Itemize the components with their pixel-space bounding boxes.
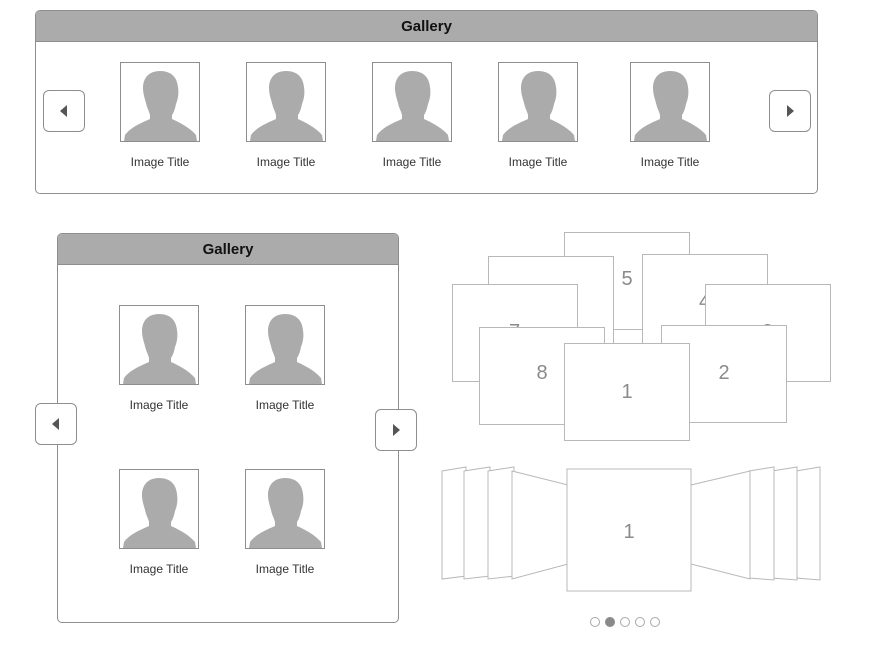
carousel-card-active[interactable]: 1 — [564, 343, 690, 441]
gallery-title: Gallery — [36, 11, 817, 42]
gallery-title: Gallery — [58, 234, 398, 265]
horizontal-gallery: Gallery Image Title Image Title Image Ti… — [35, 10, 818, 194]
person-placeholder-icon — [245, 305, 325, 385]
gallery-item[interactable]: Image Title — [498, 62, 578, 169]
coverflow-card — [748, 466, 775, 581]
person-placeholder-icon — [630, 62, 710, 142]
prev-button[interactable] — [35, 403, 77, 445]
gallery-item[interactable]: Image Title — [119, 469, 199, 576]
coverflow-card — [690, 470, 751, 580]
image-title: Image Title — [508, 155, 568, 169]
chevron-left-icon — [52, 418, 59, 430]
person-placeholder-icon — [245, 469, 325, 549]
gallery-item[interactable]: Image Title — [245, 469, 325, 576]
coverflow-card — [511, 470, 569, 580]
next-button[interactable] — [375, 409, 417, 451]
pagination-dot-active[interactable] — [605, 617, 615, 627]
card-number: 8 — [536, 361, 548, 384]
coverflow-card — [487, 466, 515, 580]
image-title: Image Title — [129, 562, 189, 576]
pagination-dots — [590, 617, 660, 627]
gallery-item[interactable]: Image Title — [120, 62, 200, 169]
image-title: Image Title — [382, 155, 442, 169]
person-placeholder-icon — [498, 62, 578, 142]
gallery-item[interactable]: Image Title — [372, 62, 452, 169]
pagination-dot[interactable] — [590, 617, 600, 627]
card-number: 5 — [621, 267, 633, 290]
coverflow-card-number: 1 — [623, 521, 634, 543]
image-title: Image Title — [130, 155, 190, 169]
gallery-item[interactable]: Image Title — [245, 305, 325, 412]
person-placeholder-icon — [119, 469, 199, 549]
pagination-dot[interactable] — [650, 617, 660, 627]
coverflow-card — [441, 466, 467, 580]
coverflow-card — [771, 466, 798, 581]
pagination-dot[interactable] — [635, 617, 645, 627]
chevron-left-icon — [60, 105, 67, 117]
chevron-right-icon — [393, 424, 400, 436]
image-title: Image Title — [255, 398, 315, 412]
person-placeholder-icon — [120, 62, 200, 142]
card-number: 2 — [718, 361, 730, 384]
chevron-right-icon — [787, 105, 794, 117]
person-placeholder-icon — [119, 305, 199, 385]
card-number: 1 — [621, 380, 633, 403]
image-title: Image Title — [640, 155, 700, 169]
coverflow-card — [795, 466, 821, 581]
image-title: Image Title — [255, 562, 315, 576]
card-number: 4 — [699, 291, 710, 314]
next-button[interactable] — [769, 90, 811, 132]
coverflow-card — [463, 466, 491, 580]
pagination-dot[interactable] — [620, 617, 630, 627]
prev-button[interactable] — [43, 90, 85, 132]
image-title: Image Title — [129, 398, 189, 412]
gallery-item[interactable]: Image Title — [246, 62, 326, 169]
image-title: Image Title — [256, 155, 316, 169]
gallery-item[interactable]: Image Title — [630, 62, 710, 169]
person-placeholder-icon — [372, 62, 452, 142]
grid-gallery: Gallery Image Title Image Title Image Ti… — [57, 233, 399, 623]
coverflow-card-active — [566, 468, 692, 592]
person-placeholder-icon — [246, 62, 326, 142]
gallery-item[interactable]: Image Title — [119, 305, 199, 412]
